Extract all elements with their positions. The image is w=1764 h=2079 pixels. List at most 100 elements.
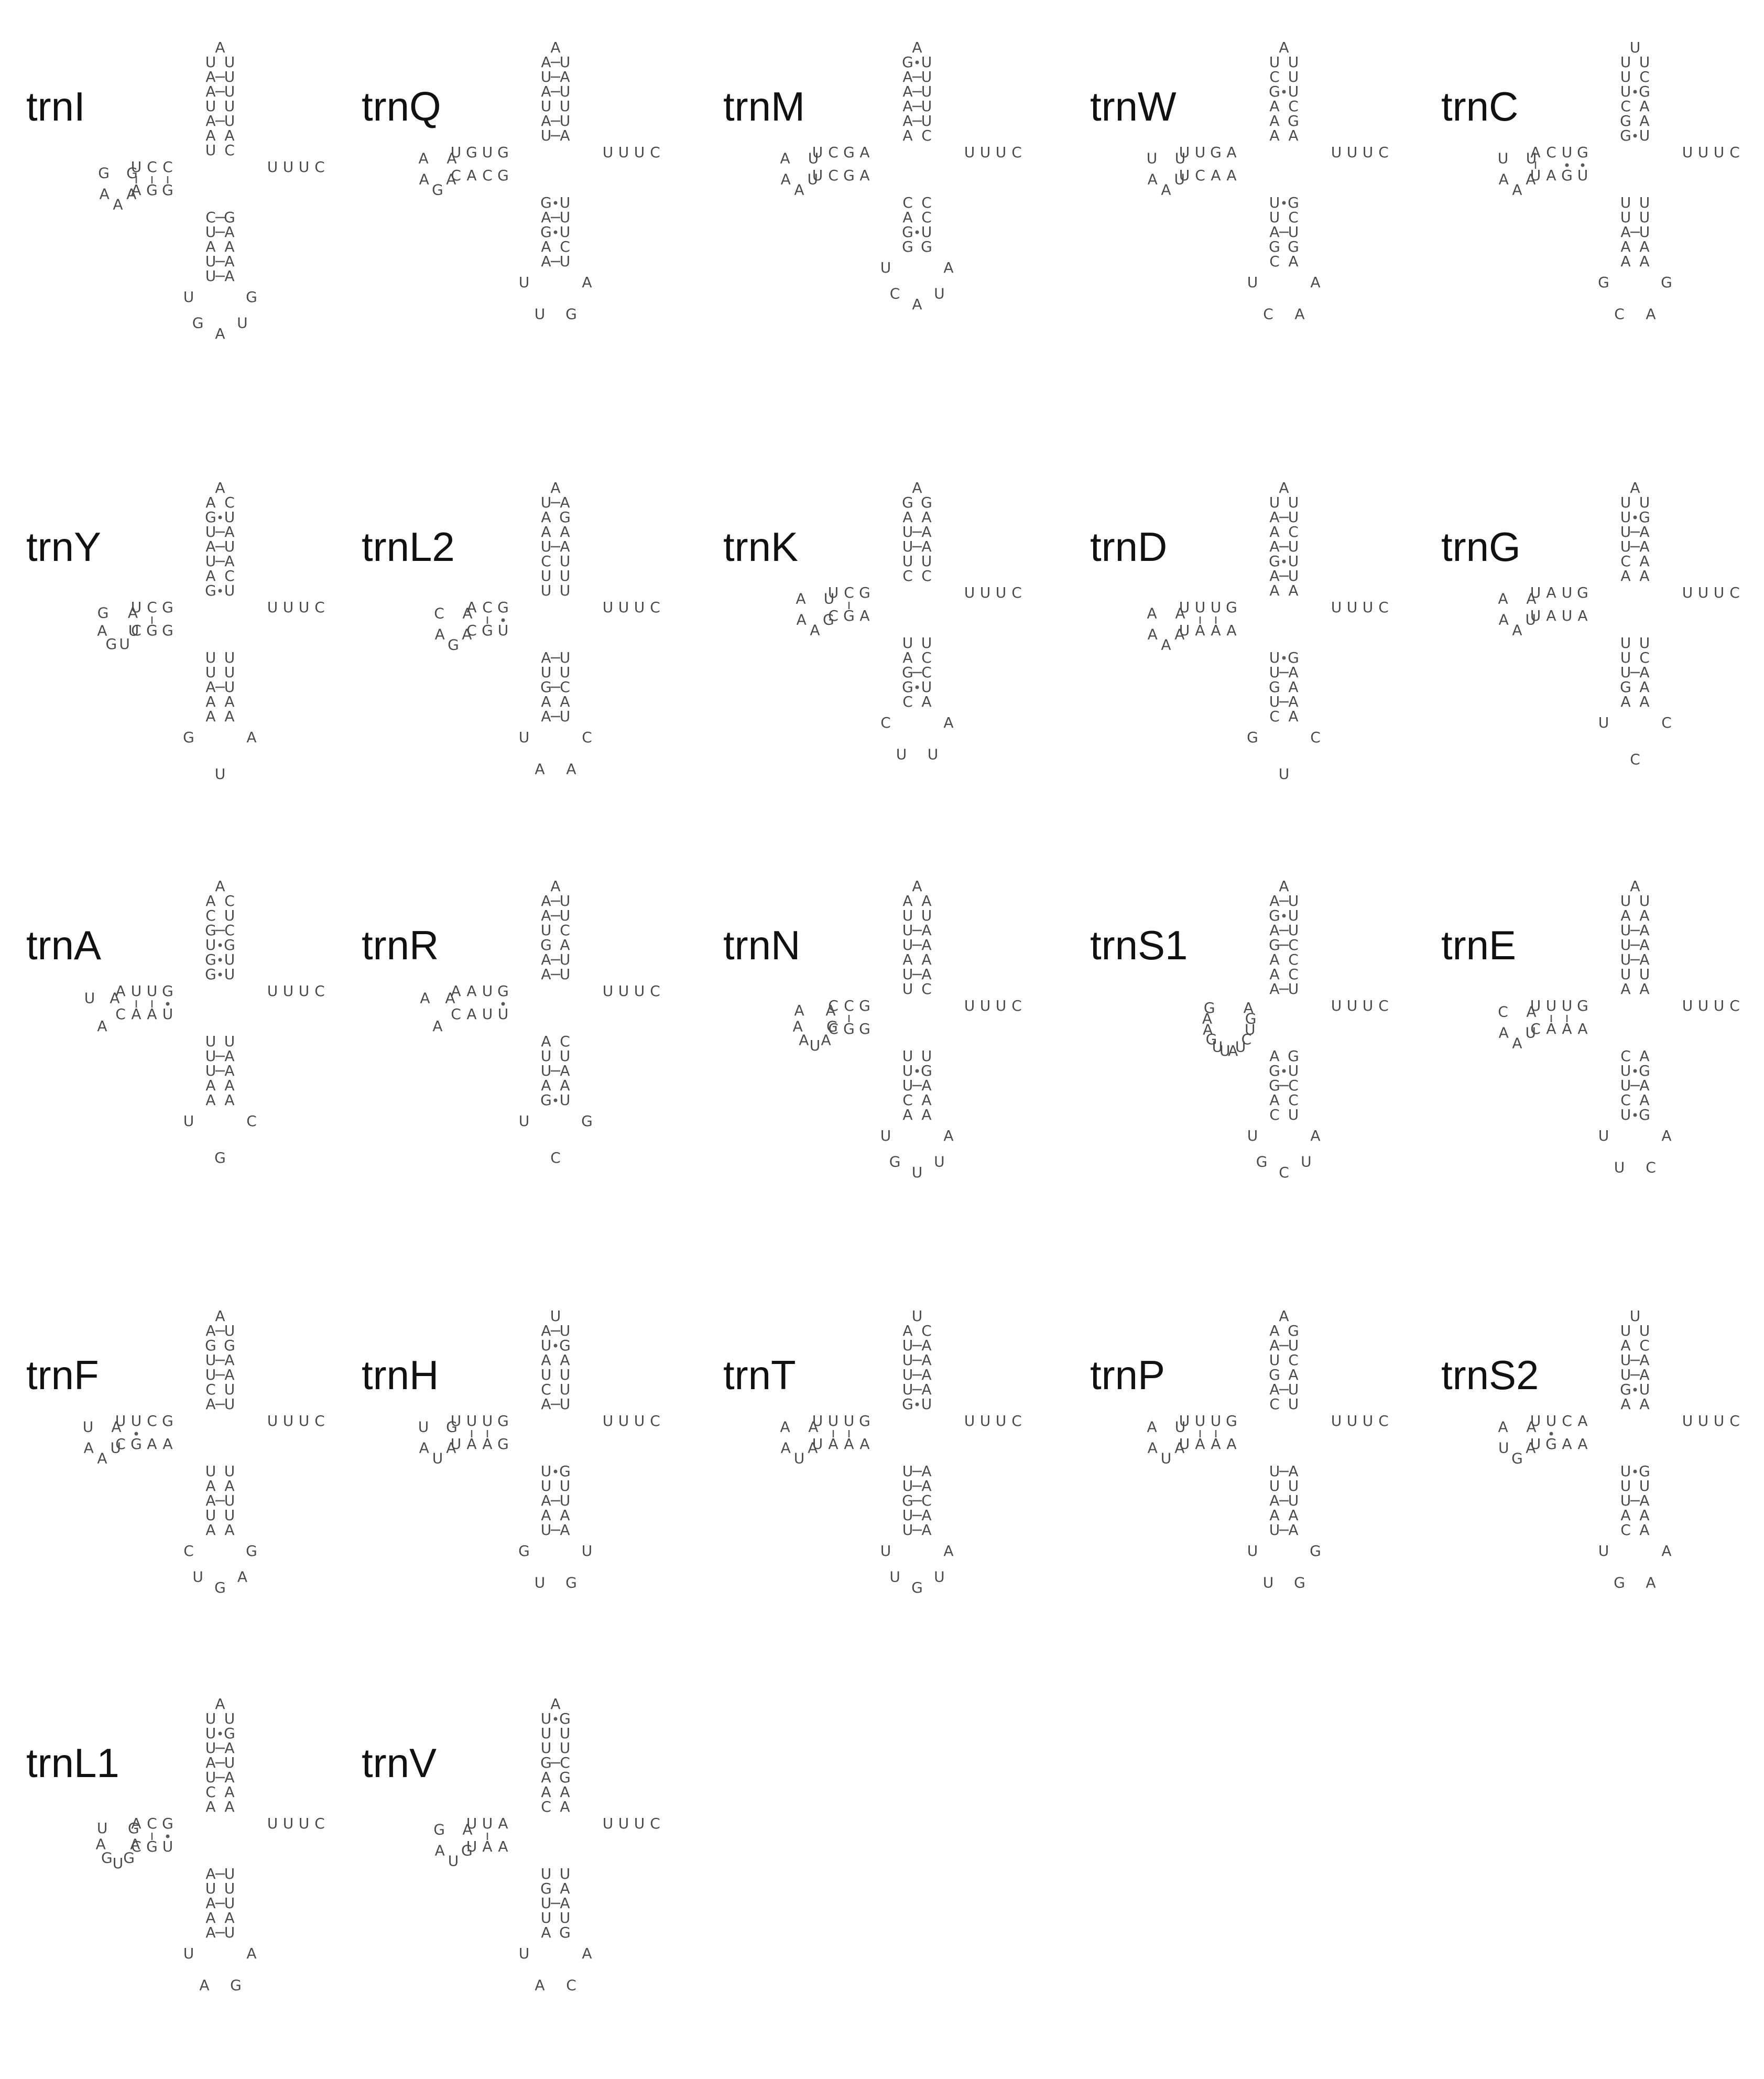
acceptor-base: A <box>541 53 551 71</box>
anticodon-loop-base: C <box>550 1149 561 1166</box>
discriminator-base: A <box>1279 479 1289 496</box>
acceptor-base: U <box>1288 508 1299 526</box>
anticodon-loop-base: C <box>1310 729 1321 746</box>
acceptor-base: A <box>1639 523 1649 540</box>
anticodon-stem-base: A <box>560 1894 570 1912</box>
anticodon-stem-base: G <box>1639 1106 1650 1123</box>
wobble-pair-dot <box>1633 1069 1637 1073</box>
acceptor-base: A <box>541 966 551 983</box>
anticodon-stem-base: U <box>560 649 571 666</box>
anticodon-loop-base: G <box>565 306 577 323</box>
acceptor-base: U <box>560 1366 571 1383</box>
acceptor-base: C <box>1269 1395 1280 1413</box>
acceptor-base: A <box>1269 1322 1279 1339</box>
wobble-pair-dot <box>553 1717 558 1721</box>
d-arm-base: U <box>1562 607 1573 624</box>
d-loop-base: A <box>97 622 107 640</box>
d-arm-base: C <box>1562 1412 1572 1430</box>
anticodon-stem-base: A <box>1620 238 1630 255</box>
anticodon-stem-base: U <box>1620 664 1631 681</box>
anticodon-stem-base: A <box>541 693 551 710</box>
acceptor-base: A <box>921 922 931 939</box>
d-arm-base: C <box>828 997 839 1014</box>
anticodon-loop-base: G <box>889 1153 901 1170</box>
t-arm-base: C <box>1729 1412 1740 1430</box>
t-arm-base: U <box>980 144 991 161</box>
acceptor-base: A <box>205 83 215 100</box>
d-loop-base: A <box>1512 621 1522 638</box>
anticodon-stem-base: C <box>902 693 913 710</box>
anticodon-loop-base: A <box>566 761 576 778</box>
anticodon-stem-base: A <box>560 1062 570 1079</box>
d-loop-base: A <box>1499 171 1509 188</box>
t-arm-base: U <box>283 158 294 176</box>
anticodon-stem-base: U <box>902 1477 913 1495</box>
d-loop-base: A <box>1147 604 1157 622</box>
anticodon-stem-base: U <box>560 1865 571 1882</box>
acceptor-base: U <box>902 1381 913 1398</box>
acceptor-base: U <box>224 1381 235 1398</box>
acceptor-base: U <box>1288 980 1299 998</box>
d-arm-base: A <box>1530 144 1540 161</box>
acceptor-base: U <box>560 553 571 570</box>
anticodon-stem-base: G <box>921 1062 932 1079</box>
panel-title: trnT <box>723 1352 796 1398</box>
t-arm-base: U <box>1363 144 1374 161</box>
acceptor-base: U <box>560 1381 571 1398</box>
d-loop-base: U <box>1175 1418 1186 1435</box>
anticodon-stem-base: A <box>1639 238 1649 255</box>
acceptor-base: A <box>921 951 931 968</box>
d-arm-base: A <box>466 599 476 616</box>
anticodon-stem-base: U <box>902 1521 913 1539</box>
acceptor-base: U <box>902 1337 913 1354</box>
t-arm-base: U <box>980 584 991 601</box>
anticodon-stem-base: A <box>224 253 234 270</box>
d-arm-base: U <box>1179 144 1190 161</box>
acceptor-base: U <box>1288 1337 1299 1354</box>
d-arm-base: U <box>1179 167 1190 184</box>
anticodon-stem-base: A <box>1639 1091 1649 1109</box>
t-arm-base: U <box>996 584 1007 601</box>
acceptor-base: U <box>1288 922 1299 939</box>
anticodon-stem-base: U <box>1639 194 1650 211</box>
acceptor-base: U <box>1288 538 1299 555</box>
d-loop-base: U <box>448 1852 459 1869</box>
anticodon-loop-base: C <box>1614 306 1625 323</box>
d-loop-base: A <box>462 626 472 643</box>
anticodon-stem-base: A <box>541 238 551 255</box>
anticodon-stem-base: U <box>205 1880 216 1897</box>
anticodon-loop-base: U <box>880 1127 891 1144</box>
d-loop-base: G <box>823 611 834 629</box>
anticodon-stem-base: U <box>921 223 932 241</box>
discriminator-base: A <box>1279 39 1289 56</box>
anticodon-stem-base: G <box>540 194 552 211</box>
acceptor-base: A <box>541 907 551 924</box>
acceptor-base: C <box>224 892 235 909</box>
anticodon-stem-base: A <box>902 209 912 226</box>
anticodon-loop-base: C <box>566 1977 576 1994</box>
anticodon-stem-base: U <box>541 1463 552 1480</box>
anticodon-stem-base: U <box>224 1894 235 1912</box>
acceptor-base: U <box>921 907 932 924</box>
t-arm-base: U <box>1347 599 1358 616</box>
t-arm-base: U <box>1363 599 1374 616</box>
d-loop-base: U <box>1526 149 1537 167</box>
discriminator-base: A <box>215 1307 225 1325</box>
panel-title: trnK <box>723 524 798 570</box>
anticodon-stem-base: U <box>1288 1106 1299 1123</box>
acceptor-base: A <box>1269 1381 1279 1398</box>
acceptor-base: U <box>921 1395 932 1413</box>
d-arm-base: G <box>482 622 493 639</box>
anticodon-stem-base: G <box>1288 194 1299 211</box>
anticodon-stem-base: U <box>560 1492 571 1509</box>
wobble-pair-dot <box>1633 1113 1637 1117</box>
acceptor-base: A <box>1269 538 1279 555</box>
t-arm-base: C <box>650 1412 660 1430</box>
d-loop-base: A <box>418 149 428 167</box>
acceptor-base: A <box>1639 538 1649 555</box>
acceptor-base: U <box>921 68 932 85</box>
acceptor-base: A <box>921 1351 931 1369</box>
d-arm-base: A <box>1211 167 1221 184</box>
